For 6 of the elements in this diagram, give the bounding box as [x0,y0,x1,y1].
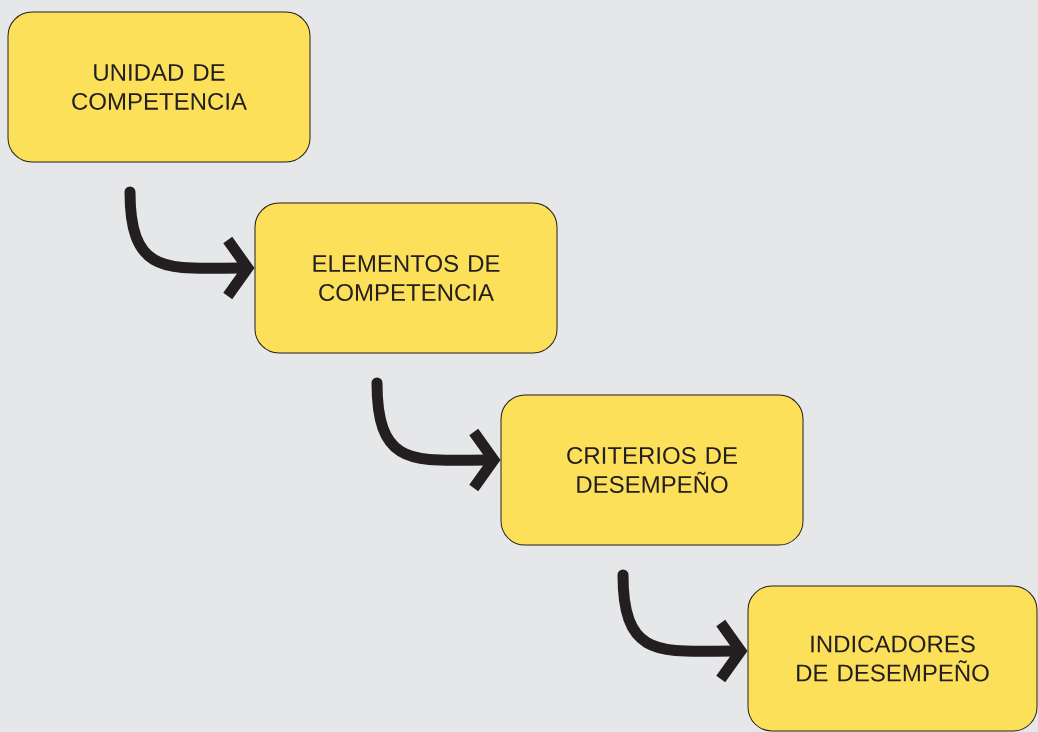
curved-arrow [617,569,748,683]
curved-arrow [124,186,255,300]
process-box: CRITERIOS DE DESEMPEÑO [500,394,804,546]
process-box: ELEMENTOS DE COMPETENCIA [254,202,558,354]
process-box: INDICADORES DE DESEMPEÑO [747,585,1038,732]
process-box: UNIDAD DE COMPETENCIA [7,11,311,163]
